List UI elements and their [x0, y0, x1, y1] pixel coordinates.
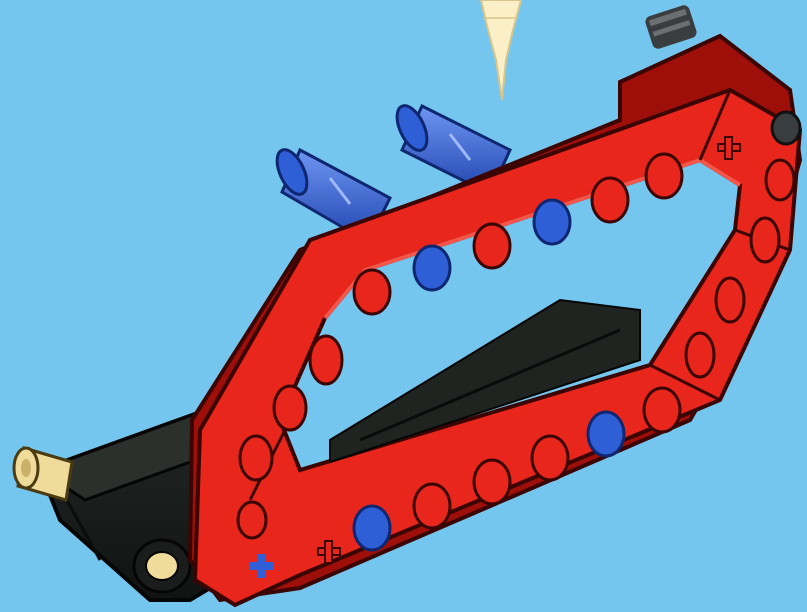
lego-assembly-illustration [0, 0, 807, 612]
instruction-step-canvas [0, 0, 807, 612]
